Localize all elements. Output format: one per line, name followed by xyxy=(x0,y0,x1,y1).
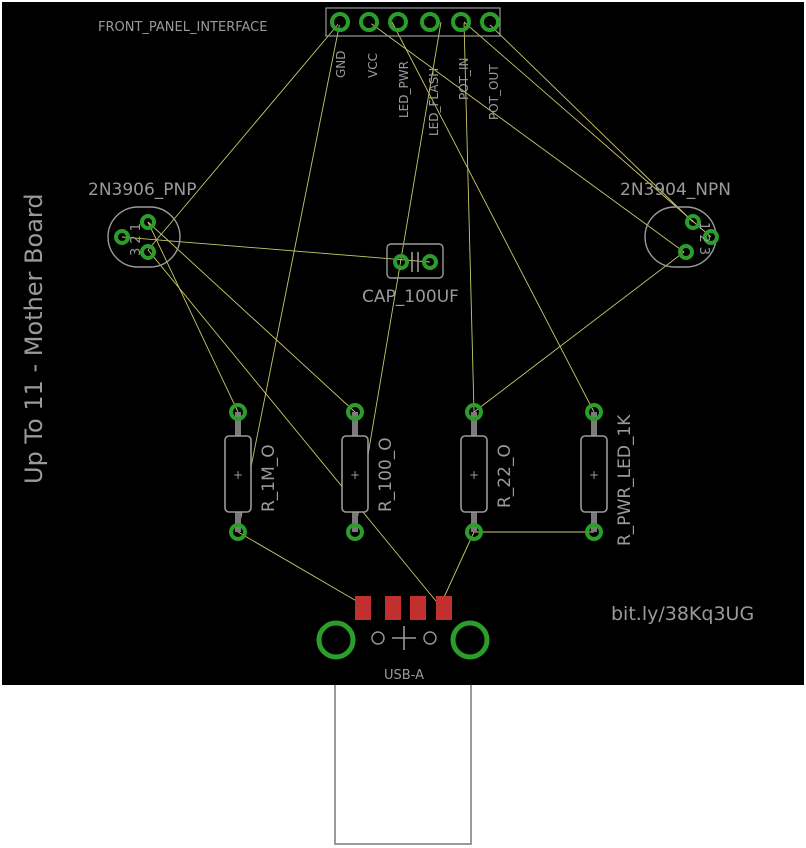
resistor-100-label: R_100_O xyxy=(376,437,396,512)
airwires xyxy=(121,21,712,607)
usb-smd-pad-3 xyxy=(410,596,426,620)
usb-a-connector: USB-A xyxy=(316,596,490,845)
resistor-1m: + R_1M_O xyxy=(224,403,279,541)
board-url: bit.ly/38Kq3UG xyxy=(611,603,754,625)
svg-text:+: + xyxy=(469,468,479,482)
resistor-22-label: R_22_O xyxy=(495,444,515,508)
resistor-100: + R_100_O xyxy=(341,403,396,541)
board-title: Up To 11 - Mother Board xyxy=(20,193,48,484)
header-pin-gnd: GND xyxy=(334,50,348,78)
resistor-22: + R_22_O xyxy=(460,403,515,541)
header-pin-pads xyxy=(330,12,500,32)
header-pin-led-flash: LED_FLASH xyxy=(427,68,441,136)
header-label: FRONT_PANEL_INTERFACE xyxy=(98,20,267,35)
usb-smd-pad-1 xyxy=(355,596,371,620)
pnp-pin-labels: 3 2 1 xyxy=(129,223,144,256)
usb-smd-pad-2 xyxy=(385,596,401,620)
cap-label: CAP_100UF xyxy=(362,287,459,307)
npn-pin-labels: 1 2 3 xyxy=(696,222,711,255)
header-pin-vcc: VCC xyxy=(366,53,380,78)
svg-text:+: + xyxy=(350,468,360,482)
usb-mount-right xyxy=(450,620,490,660)
svg-text:+: + xyxy=(589,468,599,482)
resistor-1m-label: R_1M_O xyxy=(259,444,279,512)
npn-label: 2N3904_NPN xyxy=(620,180,731,200)
pnp-label: 2N3906_PNP xyxy=(88,180,197,200)
pcb-board xyxy=(2,2,804,685)
resistor-pwr-led-label: R_PWR_LED_1K xyxy=(615,414,635,546)
header-pin-pot-in: POT_IN xyxy=(457,57,471,100)
capacitor-100uf: CAP_100UF xyxy=(362,243,459,307)
front-panel-header: FRONT_PANEL_INTERFACE GND VCC LED_PWR LE… xyxy=(98,7,501,136)
usb-label: USB-A xyxy=(384,668,424,683)
usb-outline xyxy=(334,660,472,845)
transistor-pnp: 2N3906_PNP 3 2 1 xyxy=(88,180,197,268)
header-pin-led-pwr: LED_PWR xyxy=(397,61,411,118)
header-pin-pot-out: POT_OUT xyxy=(487,64,501,120)
resistor-pwr-led-1k: + R_PWR_LED_1K xyxy=(580,403,635,546)
usb-smd-pad-4 xyxy=(436,596,452,620)
transistor-npn: 2N3904_NPN 1 2 3 xyxy=(620,180,731,268)
usb-mount-left xyxy=(316,620,356,660)
svg-text:+: + xyxy=(233,468,243,482)
